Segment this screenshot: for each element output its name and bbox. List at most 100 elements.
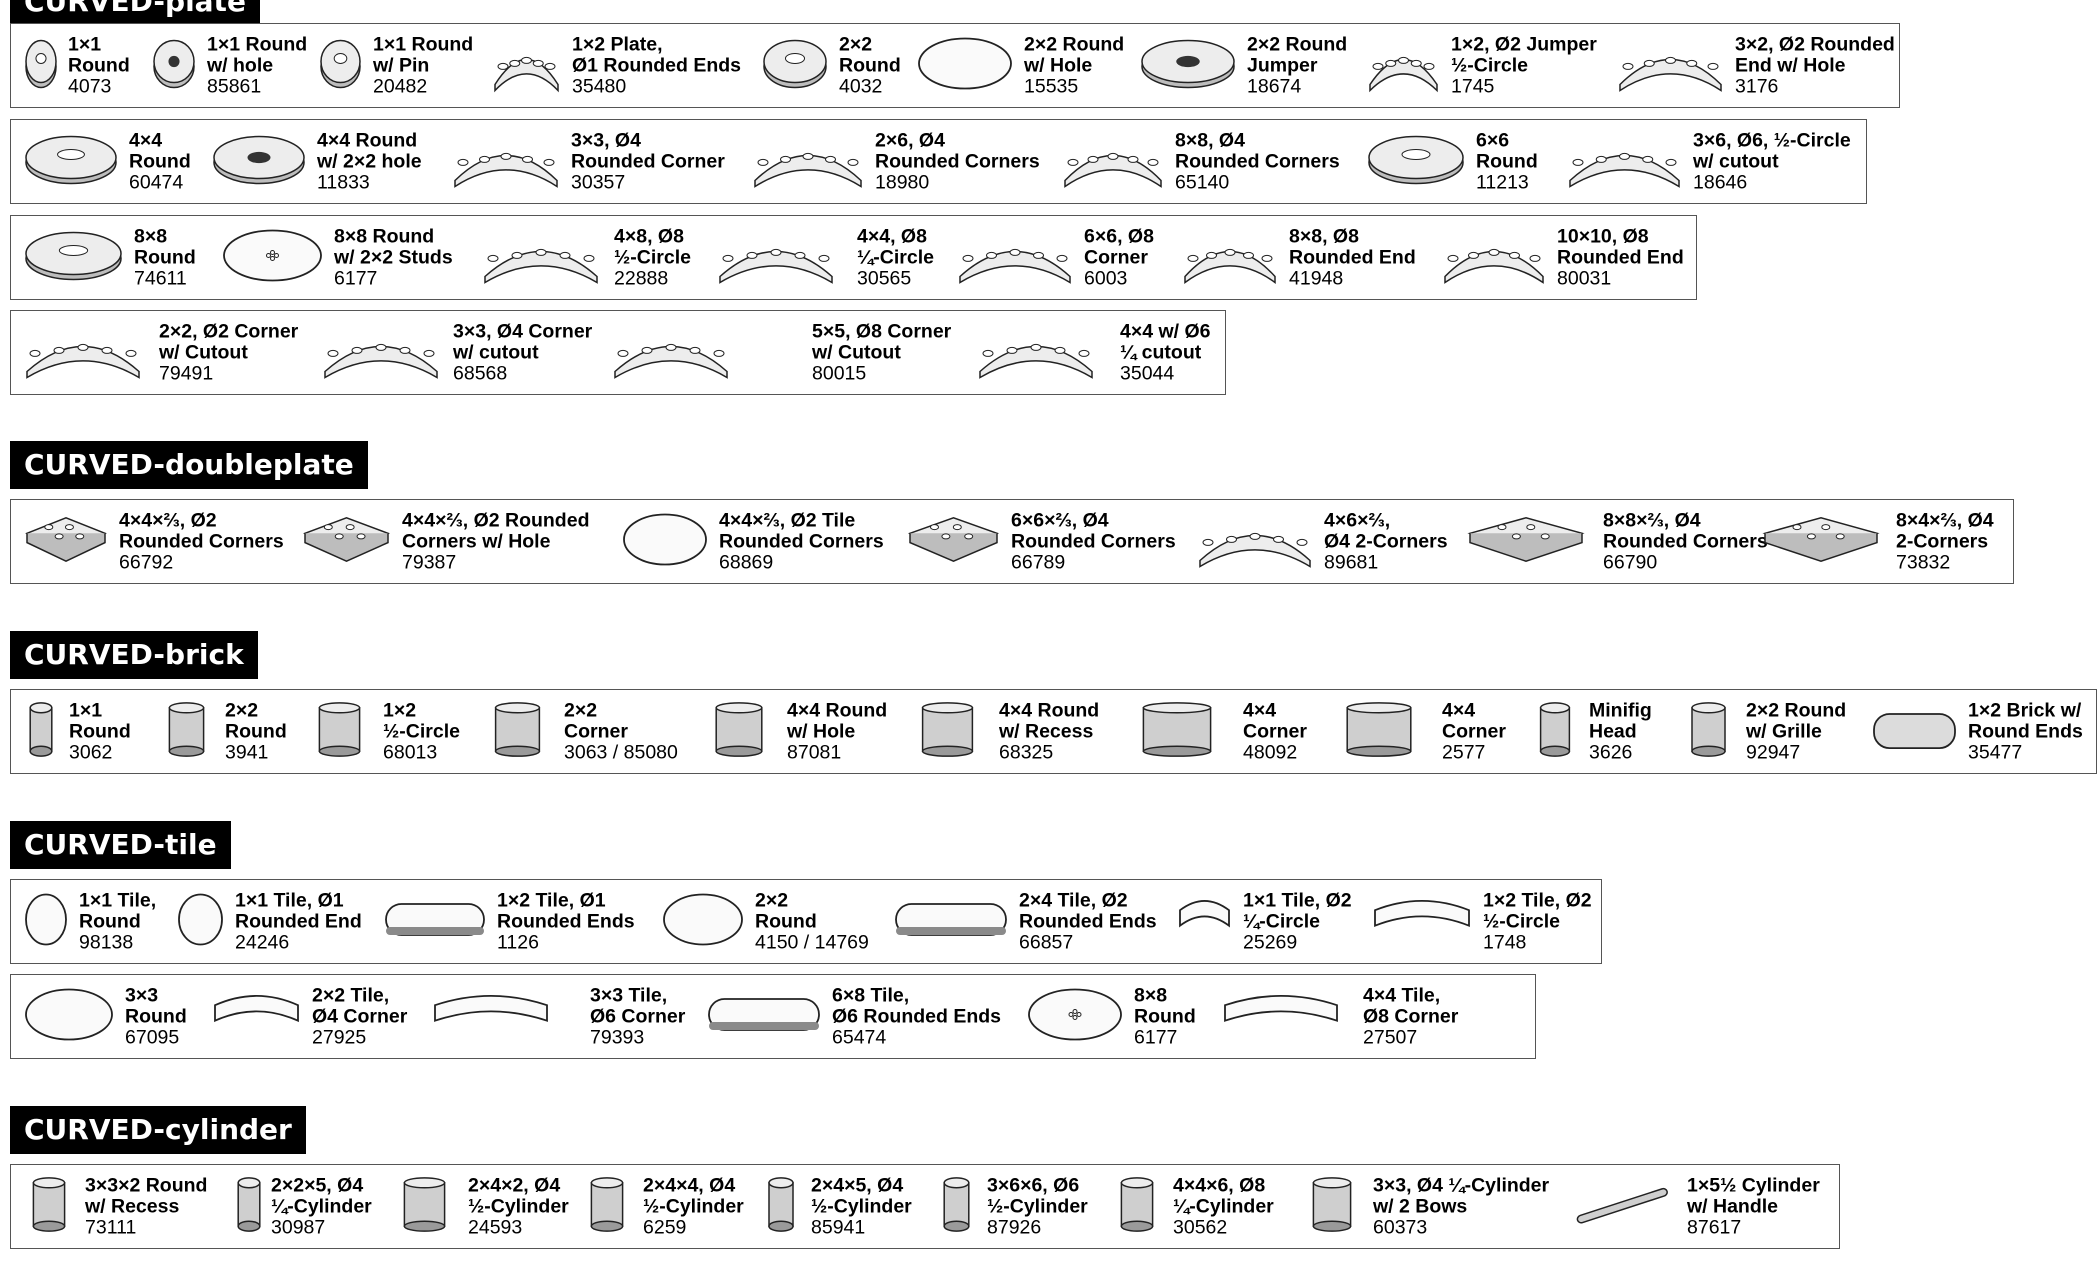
part-number: 2577 (1442, 741, 1486, 763)
corner-brick-icon (481, 698, 554, 765)
part-title-line: 2-Corners (1896, 530, 1989, 552)
part-number: 87617 (1687, 1216, 1742, 1238)
part-title-line: 1×1 Round (207, 33, 308, 55)
part-title-line: 4×4 Round (317, 129, 418, 151)
part-title-line: 2×2 (755, 889, 789, 911)
part-title-line: 4×4 Round (999, 699, 1100, 721)
corner-tile-2x2-icon (211, 983, 302, 1050)
part-title-line: Round (225, 720, 287, 742)
tile-2x4-rounded-icon (893, 888, 1009, 955)
part-title-line: Round (134, 246, 196, 268)
part-title-line: Rounded End (1289, 246, 1416, 268)
quarter-cylinder-icon (231, 1173, 267, 1240)
part-title-line: 3×6×6, Ø6 (987, 1174, 1080, 1196)
part-title-line: 8×8 Round (334, 225, 435, 247)
part-title-line: 4×4 (1442, 699, 1476, 721)
part-title-line: 4×6×⅔, (1324, 509, 1391, 531)
part-number: 65474 (832, 1026, 887, 1048)
part-title-line: 4×4 (1243, 699, 1277, 721)
part-title-line: 4×4×6, Ø8 (1173, 1174, 1266, 1196)
part-title-line: 3×6, Ø6, ½-Circle (1693, 129, 1851, 151)
part-number: 79393 (590, 1026, 645, 1048)
part-number: 30565 (857, 267, 912, 289)
doubleplate-tile-icon (621, 508, 709, 575)
part-title-line: ½-Cylinder (643, 1195, 744, 1217)
part-number: 66790 (1603, 551, 1658, 573)
part-number: 68013 (383, 741, 438, 763)
part-title-line: Round (125, 1005, 187, 1027)
part-number: 18980 (875, 171, 930, 193)
part-number: 1748 (1483, 931, 1527, 953)
part-number: 73111 (85, 1216, 137, 1238)
part-title-line: w/ cutout (1693, 150, 1779, 172)
part-title-line: w/ Handle (1687, 1195, 1779, 1217)
round-plate-pin-icon (318, 32, 363, 99)
part-title-line: 8×8 (1134, 984, 1168, 1006)
part-title-line: Rounded Ends (497, 910, 635, 932)
part-number: 80015 (812, 362, 867, 384)
part-number: 35480 (572, 75, 627, 97)
part-title-line: 2×2 Round (1024, 33, 1125, 55)
part-title-line: Corner (1243, 720, 1307, 742)
part-title-line: 1×2 Tile, Ø1 (497, 889, 606, 911)
cylinder-handle-icon (1571, 1173, 1677, 1240)
part-number: 27925 (312, 1026, 367, 1048)
part-title-line: w/ hole (207, 54, 274, 76)
part-number: 1126 (497, 931, 539, 953)
part-title-line: Ø4 2-Corners (1324, 530, 1448, 552)
part-number: 74611 (134, 267, 187, 289)
part-number: 87926 (987, 1216, 1042, 1238)
part-title-line: ¼-Circle (857, 246, 934, 268)
part-title-line: 4×4×⅔, Ø2 (119, 509, 217, 531)
brick-round-ends-icon (1871, 698, 1958, 765)
part-number: 11213 (1476, 171, 1529, 193)
part-title-line: w/ 2×2 hole (317, 150, 422, 172)
part-title-line: Rounded End (1557, 246, 1684, 268)
section-header: CURVED-plate (10, 0, 260, 26)
part-title-line: 1×1 Tile, (79, 889, 157, 911)
cylinder-recess-icon (23, 1173, 75, 1240)
half-circle-plate-icon (481, 224, 601, 291)
